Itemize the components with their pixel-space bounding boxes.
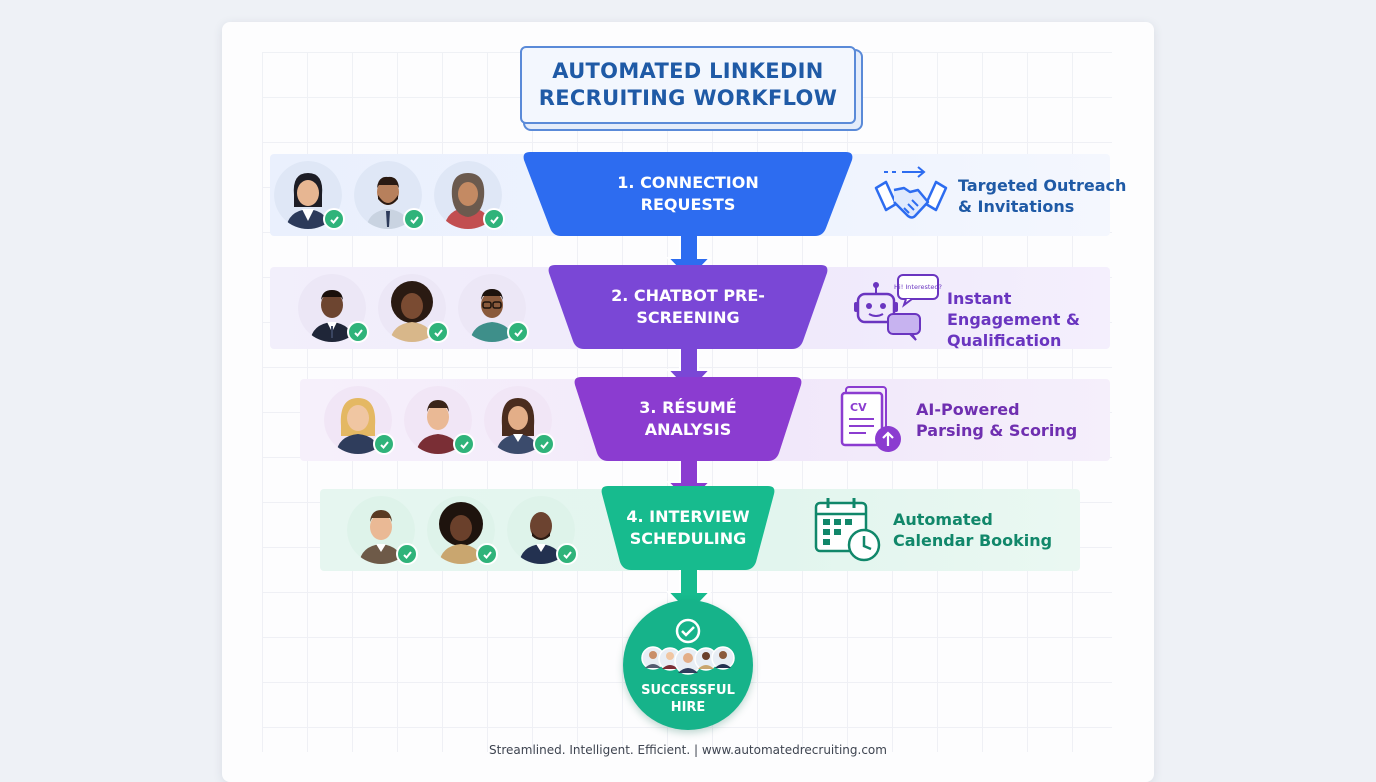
- stage-3-label: 3. RÉSUMÉ ANALYSIS: [639, 398, 737, 439]
- successful-hire-badge: SUCCESSFUL HIRE: [623, 600, 753, 730]
- calendar-clock-icon: [814, 498, 881, 562]
- stage-1-description: Targeted Outreach & Invitations: [958, 176, 1127, 216]
- title-box: AUTOMATED LINKEDIN RECRUITING WORKFLOW: [520, 46, 856, 124]
- candidate-avatar: [458, 274, 529, 343]
- stage-2-box: 2. CHATBOT PRE-SCREENING: [547, 265, 829, 349]
- chat-bubble-text: Hi! Interested?: [894, 283, 942, 291]
- stage-2-label: 2. CHATBOT PRE-SCREENING: [611, 286, 765, 327]
- outcome-label: SUCCESSFUL HIRE: [641, 683, 735, 715]
- check-circle-icon: [675, 618, 701, 644]
- stage-3-description: AI-Powered Parsing & Scoring: [916, 400, 1078, 440]
- workflow-card: AUTOMATED LINKEDIN RECRUITING WORKFLOW: [222, 22, 1154, 782]
- checkmark-icon: [483, 208, 505, 230]
- team-avatars-icon: [641, 646, 735, 675]
- cv-label: CV: [850, 401, 867, 414]
- candidate-avatar: [347, 496, 418, 565]
- stage-4-label: 4. INTERVIEW SCHEDULING: [626, 507, 750, 548]
- checkmark-icon: [323, 208, 345, 230]
- candidate-avatar: [434, 161, 505, 230]
- checkmark-icon: [476, 543, 498, 565]
- stage-4-description: Automated Calendar Booking: [893, 510, 1053, 550]
- checkmark-icon: [427, 321, 449, 343]
- candidate-avatar: [378, 274, 449, 343]
- candidate-avatar: [507, 496, 578, 565]
- checkmark-icon: [556, 543, 578, 565]
- candidate-avatar: [427, 496, 498, 565]
- checkmark-icon: [453, 433, 475, 455]
- candidate-avatar: [274, 161, 345, 230]
- checkmark-icon: [347, 321, 369, 343]
- checkmark-icon: [396, 543, 418, 565]
- checkmark-icon: [373, 433, 395, 455]
- stage-1-box: 1. CONNECTION REQUESTS: [522, 152, 854, 236]
- page-title: AUTOMATED LINKEDIN RECRUITING WORKFLOW: [538, 59, 838, 110]
- checkmark-icon: [507, 321, 529, 343]
- checkmark-icon: [533, 433, 555, 455]
- cv-document-icon: CV: [840, 386, 901, 452]
- footer-text: Streamlined. Intelligent. Efficient. | w…: [489, 743, 887, 757]
- stage-4-box: 4. INTERVIEW SCHEDULING: [600, 486, 776, 570]
- checkmark-icon: [403, 208, 425, 230]
- candidate-avatar: [298, 274, 369, 343]
- stage-2-description: Instant Engagement & Qualification: [947, 289, 1080, 350]
- chatbot-icon: Hi! Interested?: [854, 274, 942, 341]
- stage-1-label: 1. CONNECTION REQUESTS: [617, 173, 759, 214]
- candidate-avatar: [324, 386, 395, 455]
- handshake-icon: [874, 166, 948, 219]
- stage-3-box: 3. RÉSUMÉ ANALYSIS: [573, 377, 803, 461]
- candidate-avatar: [484, 386, 555, 455]
- candidate-avatar: [404, 386, 475, 455]
- candidate-avatar: [354, 161, 425, 230]
